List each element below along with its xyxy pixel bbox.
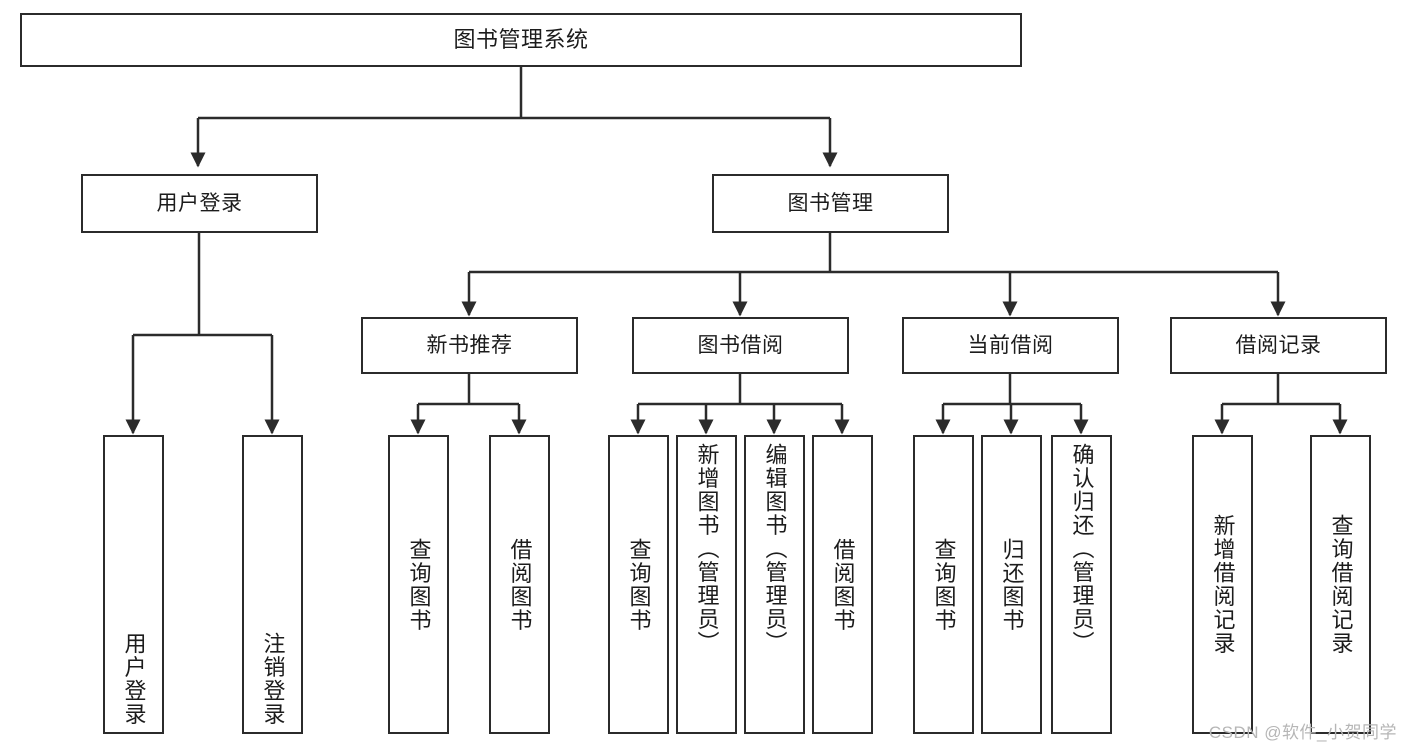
node-new-book-recommend-label: 新书推荐 xyxy=(426,333,513,357)
node-root-label: 图书管理系统 xyxy=(453,26,589,52)
node-leaf-nb-borrow-book-label: 借阅图书 xyxy=(507,537,533,632)
node-leaf-rc-add-record[interactable]: 新增借阅记录 xyxy=(1192,435,1253,734)
node-current-borrow[interactable]: 当前借阅 xyxy=(902,317,1119,374)
node-leaf-bw-query-book[interactable]: 查询图书 xyxy=(608,435,669,734)
node-leaf-user-login-label: 用户登录 xyxy=(121,632,147,726)
node-leaf-cb-return-book[interactable]: 归还图书 xyxy=(981,435,1042,734)
node-current-borrow-label: 当前借阅 xyxy=(967,333,1054,357)
node-user-login[interactable]: 用户登录 xyxy=(81,174,318,233)
csdn-watermark: CSDN @软件_小贺同学 xyxy=(1208,723,1397,742)
node-leaf-cb-query-book[interactable]: 查询图书 xyxy=(913,435,974,734)
node-leaf-logout[interactable]: 注销登录 xyxy=(242,435,303,734)
node-leaf-rc-add-record-label: 新增借阅记录 xyxy=(1210,514,1236,655)
node-book-borrow[interactable]: 图书借阅 xyxy=(632,317,849,374)
node-leaf-user-login[interactable]: 用户登录 xyxy=(103,435,164,734)
node-leaf-bw-edit-book-label: 编辑图书（管理员） xyxy=(762,443,788,655)
node-leaf-nb-borrow-book[interactable]: 借阅图书 xyxy=(489,435,550,734)
node-leaf-rc-query-record[interactable]: 查询借阅记录 xyxy=(1310,435,1371,734)
node-leaf-rc-query-record-label: 查询借阅记录 xyxy=(1328,514,1354,655)
node-leaf-cb-confirm-return[interactable]: 确认归还（管理员） xyxy=(1051,435,1112,734)
node-leaf-cb-confirm-return-label: 确认归还（管理员） xyxy=(1069,443,1095,655)
node-leaf-bw-edit-book[interactable]: 编辑图书（管理员） xyxy=(744,435,805,734)
node-leaf-nb-query-book[interactable]: 查询图书 xyxy=(388,435,449,734)
node-user-login-label: 用户登录 xyxy=(156,191,243,215)
node-borrow-record-label: 借阅记录 xyxy=(1235,333,1322,357)
node-leaf-cb-query-book-label: 查询图书 xyxy=(931,537,957,632)
node-leaf-nb-query-book-label: 查询图书 xyxy=(406,537,432,632)
node-leaf-bw-query-book-label: 查询图书 xyxy=(626,537,652,632)
node-root[interactable]: 图书管理系统 xyxy=(20,13,1022,67)
node-borrow-record[interactable]: 借阅记录 xyxy=(1170,317,1387,374)
node-book-management-label: 图书管理 xyxy=(787,191,874,215)
node-book-management[interactable]: 图书管理 xyxy=(712,174,949,233)
node-leaf-bw-borrow-book-label: 借阅图书 xyxy=(830,537,856,632)
node-leaf-cb-return-book-label: 归还图书 xyxy=(999,537,1025,632)
node-new-book-recommend[interactable]: 新书推荐 xyxy=(361,317,578,374)
node-leaf-bw-add-book-label: 新增图书（管理员） xyxy=(694,443,720,655)
node-leaf-bw-borrow-book[interactable]: 借阅图书 xyxy=(812,435,873,734)
node-leaf-bw-add-book[interactable]: 新增图书（管理员） xyxy=(676,435,737,734)
node-book-borrow-label: 图书借阅 xyxy=(697,333,784,357)
node-leaf-logout-label: 注销登录 xyxy=(260,632,286,726)
